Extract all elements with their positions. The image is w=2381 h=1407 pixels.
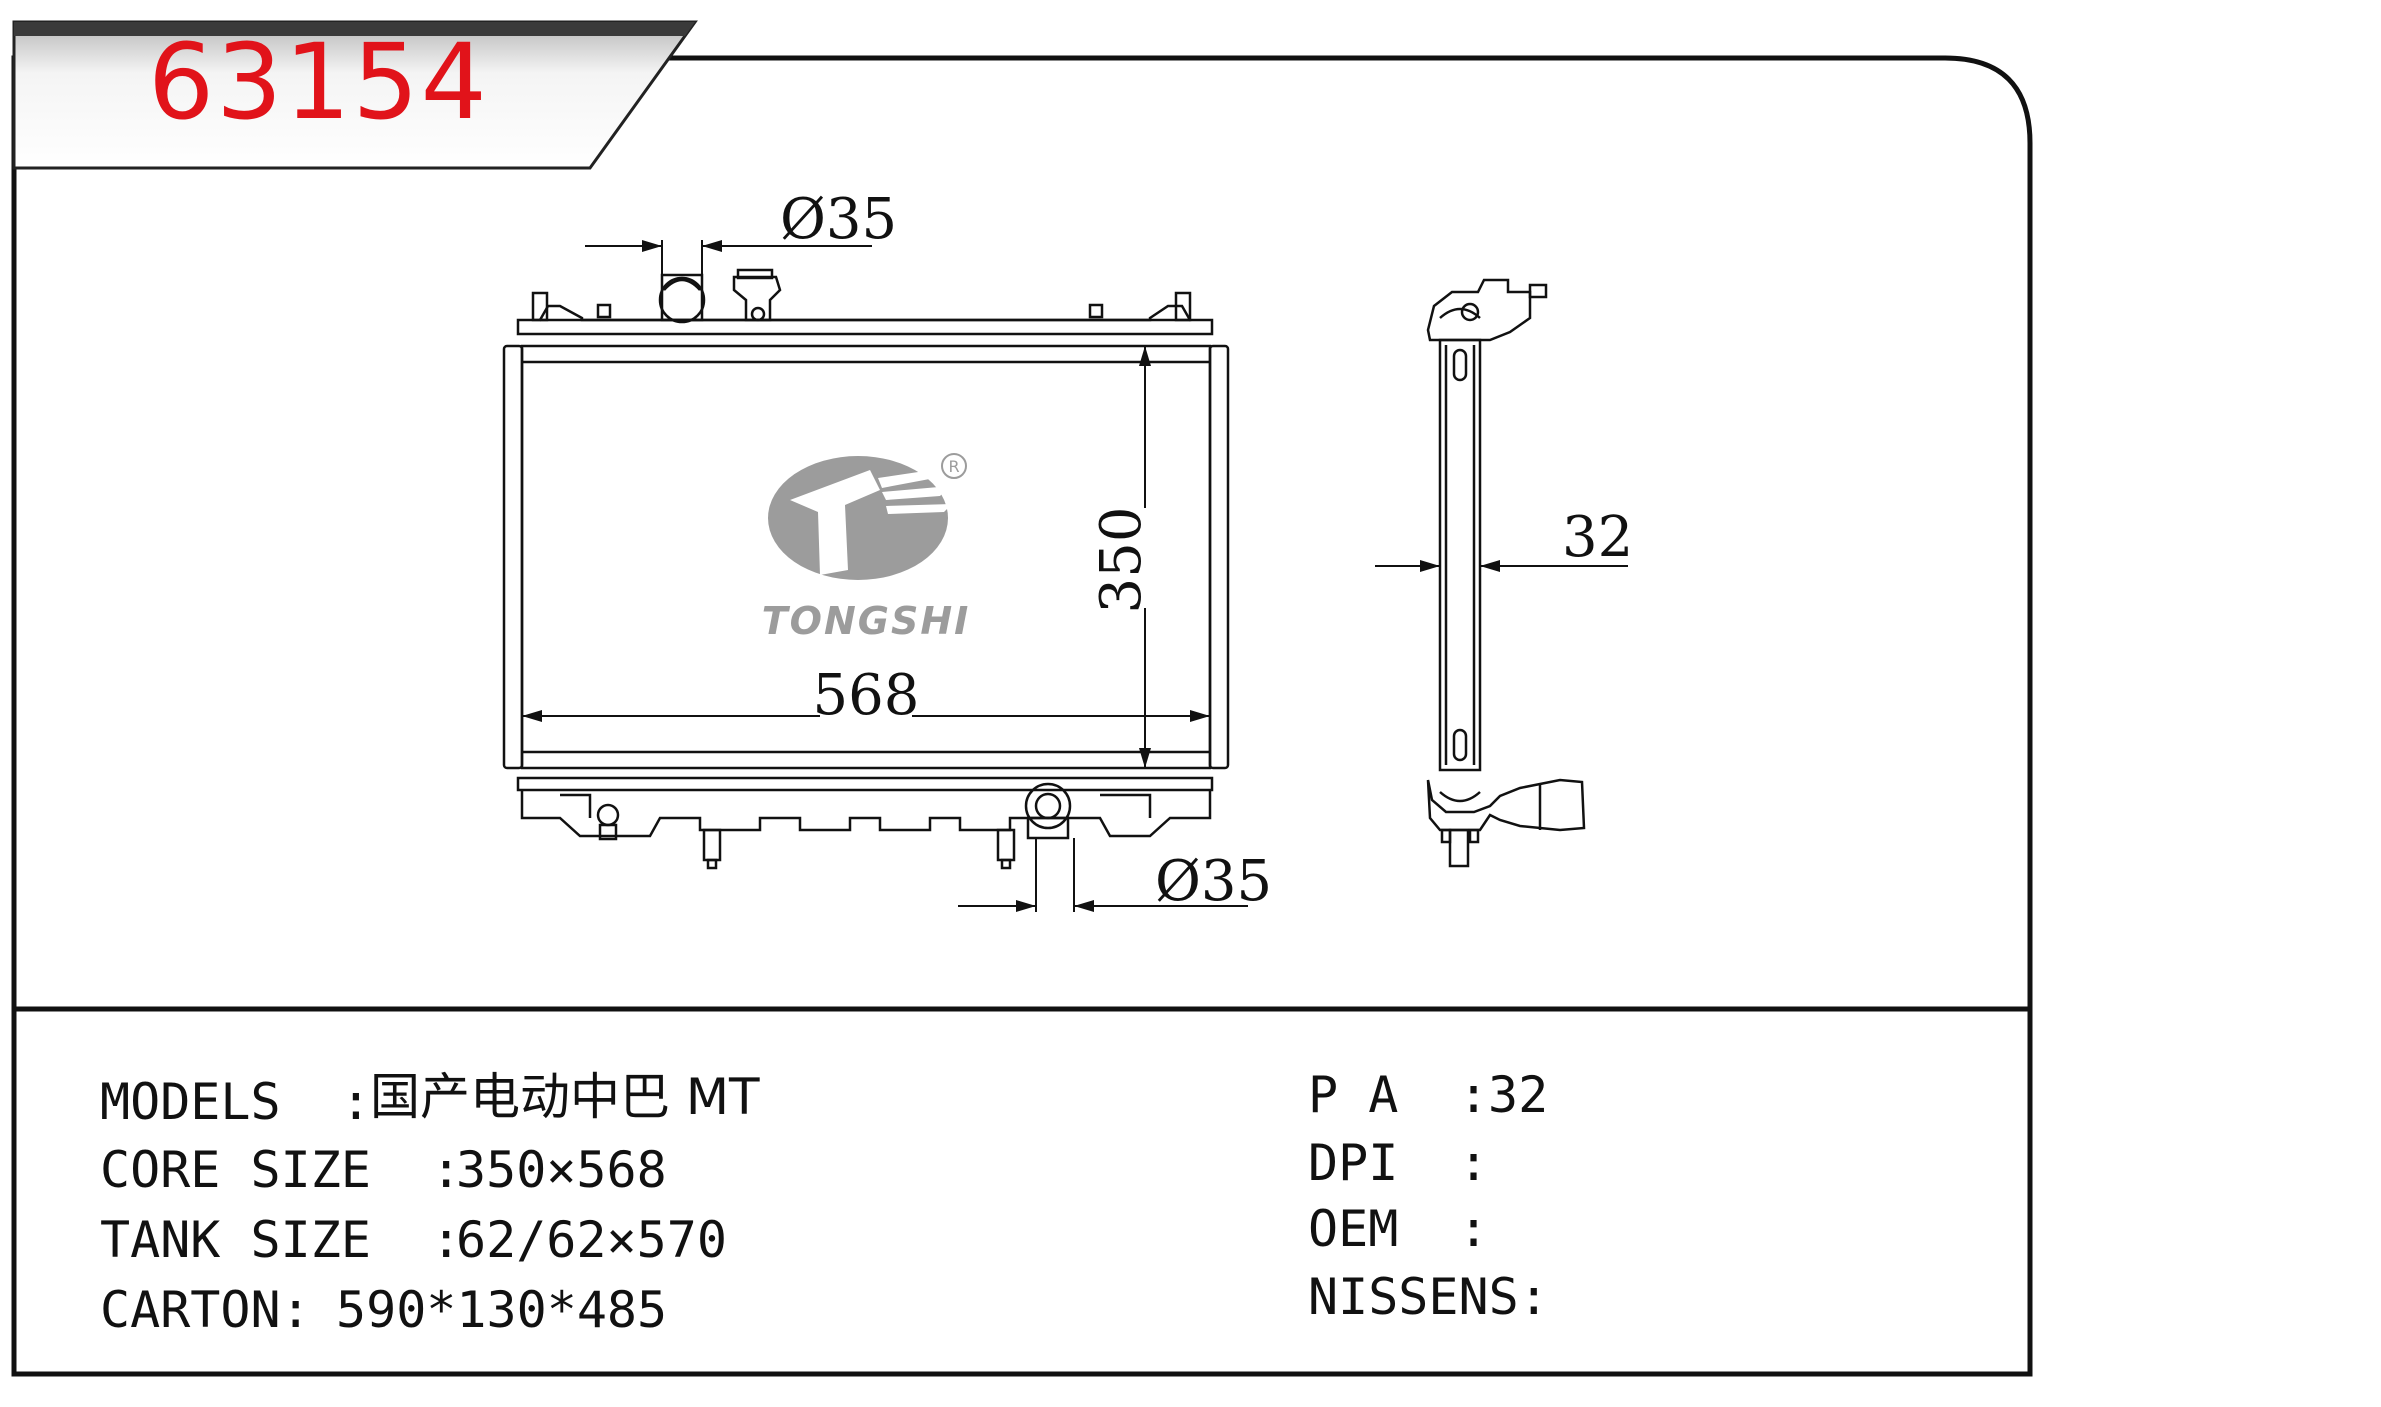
spec-models-value: 国产电动中巴 MT bbox=[370, 1068, 760, 1126]
width-dimension-label: 568 bbox=[813, 663, 920, 728]
dimension-lines bbox=[522, 240, 1628, 912]
spec-core-label: CORE SIZE : bbox=[100, 1141, 462, 1199]
radiator-side-view bbox=[1426, 278, 1586, 868]
thickness-dimension-label: 32 bbox=[1562, 505, 1633, 570]
tongshi-logo: R TONGSHI bbox=[762, 453, 971, 643]
spec-core-value: 350×568 bbox=[456, 1141, 667, 1199]
height-dimension-label: 350 bbox=[1089, 507, 1154, 614]
part-number: 63154 bbox=[148, 21, 489, 143]
inlet-diameter-label: Ø35 bbox=[780, 187, 897, 252]
spec-pa-label: P A : bbox=[1308, 1066, 1489, 1124]
registered-mark: R bbox=[948, 457, 959, 476]
spec-dpi-label: DPI : bbox=[1308, 1134, 1489, 1192]
spec-oem-label: OEM : bbox=[1308, 1200, 1489, 1258]
registered-mark-icon bbox=[941, 453, 967, 479]
spec-models-label: MODELS : bbox=[100, 1073, 371, 1131]
spec-carton-label: CARTON: bbox=[100, 1281, 311, 1339]
logo-brand-text: TONGSHI bbox=[762, 599, 971, 643]
title-banner-shadow bbox=[14, 22, 695, 36]
outer-frame bbox=[11, 55, 2033, 1377]
spec-nissens-label: NISSENS: bbox=[1308, 1268, 1549, 1326]
spec-tank-label: TANK SIZE : bbox=[100, 1211, 462, 1269]
spec-pa-value: 32 bbox=[1488, 1066, 1549, 1124]
spec-carton-value: 590*130*485 bbox=[336, 1281, 668, 1339]
radiator-front-view bbox=[502, 268, 1230, 870]
spec-tank-value: 62/62×570 bbox=[456, 1211, 727, 1269]
outlet-diameter-label: Ø35 bbox=[1155, 849, 1272, 914]
